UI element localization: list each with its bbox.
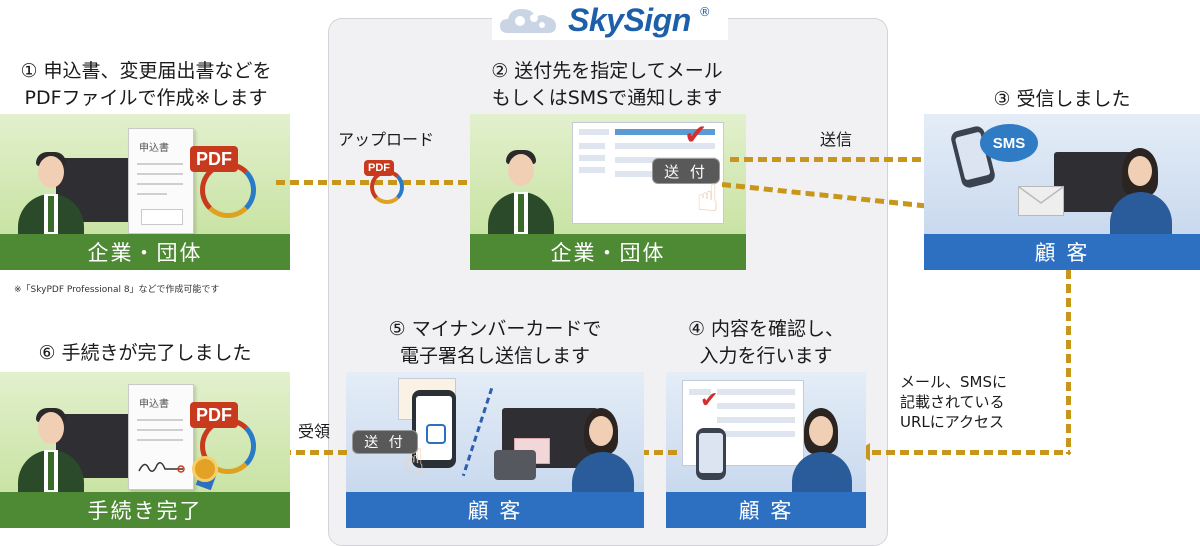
separator-dotted-line <box>461 387 494 477</box>
cloud-gear-icon <box>500 9 556 33</box>
step-1-footer: 企業・団体 <box>0 234 290 270</box>
checkmark-icon: ✔ <box>700 388 719 413</box>
step-2-footer: 企業・団体 <box>470 234 746 270</box>
step-3-footer: 顧 客 <box>924 234 1200 270</box>
skysign-web-screen <box>572 122 724 224</box>
step-1-title: ① 申込書、変更届出書などを PDFファイルで作成※します <box>20 60 272 109</box>
skysign-logo: SkySign ® <box>492 0 728 40</box>
access-arrow-horizontal <box>872 450 1070 455</box>
smartphone-signing-icon <box>412 390 456 468</box>
step-4-card: ✔ 顧 客 <box>666 372 866 528</box>
card-reader-icon <box>494 450 536 480</box>
pointing-hand-icon: ☝ <box>404 442 425 482</box>
pdf-icon: PDF <box>190 402 238 428</box>
step-1-scene: 申込書 PDF <box>0 114 290 234</box>
smartphone-icon <box>696 428 726 480</box>
footnote: ※「SkyPDF Professional 8」などで作成可能です <box>14 285 220 295</box>
pointing-hand-icon: ☝ <box>696 176 720 220</box>
send-button-icon: 送 付 <box>652 158 720 184</box>
step-6-scene: 申込書 PDF <box>0 372 290 492</box>
step-2-scene: ✔ 送 付 ☝ <box>470 114 746 234</box>
step-3-scene: SMS <box>924 114 1200 234</box>
send-label: 送信 <box>820 130 853 149</box>
pdf-icon: PDF <box>190 146 238 172</box>
certified-seal-icon <box>192 456 218 482</box>
signed-document-icon: 申込書 <box>128 384 194 490</box>
upload-pdf-icon: PDF <box>364 160 394 176</box>
step-4-title: ④ 内容を確認し、 入力を行います <box>687 318 845 367</box>
step-4-scene: ✔ <box>666 372 866 492</box>
step-3-card: SMS 顧 客 <box>924 114 1200 270</box>
step-2-title: ② 送付先を指定してメール もしくはSMSで通知します <box>491 60 723 109</box>
step-6-footer: 手続き完了 <box>0 492 290 528</box>
access-arrow-vertical <box>1066 270 1071 454</box>
step-2-card: ✔ 送 付 ☝ 企業・団体 <box>470 114 746 270</box>
step-5-card: 送 付 ☝ 顧 客 <box>346 372 644 528</box>
upload-label: アップロード <box>338 130 435 149</box>
application-form-icon: 申込書 <box>128 128 194 234</box>
receive-arrow <box>282 450 352 455</box>
step-5-title: ⑤ マイナンバーカードで 電子署名し送信します <box>388 318 602 367</box>
submit-arrow <box>640 450 680 455</box>
step-1-card: 申込書 PDF 企業・団体 <box>0 114 290 270</box>
brand-name: SkySign <box>568 1 691 38</box>
registered-mark: ® <box>698 5 711 19</box>
access-label: メール、SMSに 記載されている URLにアクセス <box>900 373 1007 431</box>
businessman-icon <box>38 412 64 444</box>
step-5-scene: 送 付 ☝ <box>346 372 644 492</box>
businessman-icon <box>38 156 64 188</box>
step-6-card: 申込書 PDF 手続き完了 <box>0 372 290 528</box>
email-envelope-icon <box>1018 186 1064 216</box>
step-6-title: ⑥ 手続きが完了しました <box>38 342 252 364</box>
step-3-title: ③ 受信しました <box>993 88 1131 110</box>
send-button-icon: 送 付 <box>352 430 418 454</box>
checkmark-icon: ✔ <box>684 118 708 151</box>
businessman-icon <box>508 154 534 186</box>
sms-bubble-icon: SMS <box>980 124 1038 162</box>
signature-icon <box>138 462 185 473</box>
send-sms-arrow <box>730 157 936 162</box>
step-5-footer: 顧 客 <box>346 492 644 528</box>
input-form-screen <box>682 380 804 466</box>
receive-label: 受領 <box>298 422 331 441</box>
step-4-footer: 顧 客 <box>666 492 866 528</box>
